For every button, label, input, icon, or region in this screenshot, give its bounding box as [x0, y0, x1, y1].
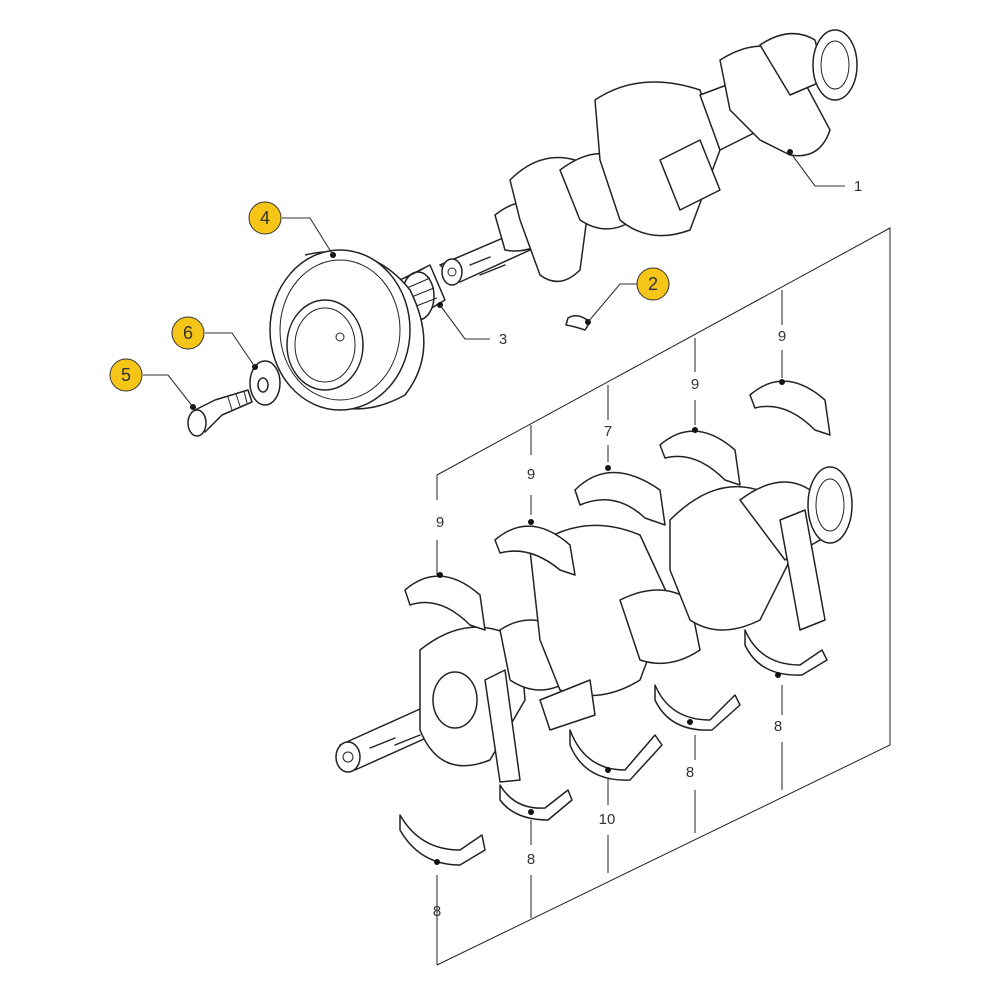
callout-label: 9 — [436, 514, 444, 531]
callout-9-a[interactable]: 9 — [436, 514, 444, 578]
callout-label: 9 — [527, 466, 535, 483]
bearing-group-frame — [436, 227, 891, 966]
callout-9-d[interactable]: 9 — [778, 328, 786, 385]
callout-2[interactable]: 2 — [587, 267, 670, 323]
callout-9-b[interactable]: 9 — [527, 466, 535, 525]
callout-label: 8 — [774, 718, 782, 735]
callout-3[interactable]: 3 — [439, 304, 507, 348]
callout-4[interactable]: 4 — [248, 201, 334, 256]
washer — [249, 360, 281, 406]
callout-label: 4 — [260, 208, 270, 228]
pulley — [269, 249, 425, 411]
callout-label: 8 — [686, 764, 694, 781]
callout-1[interactable]: 1 — [789, 151, 862, 195]
bolt — [187, 389, 253, 437]
callout-label: 9 — [778, 328, 786, 345]
callout-label: 2 — [648, 274, 658, 294]
callout-7[interactable]: 7 — [604, 423, 612, 471]
callout-label: 6 — [183, 323, 193, 343]
callout-label: 3 — [499, 331, 507, 348]
callout-label: 10 — [599, 811, 616, 828]
callout-label: 8 — [527, 851, 535, 868]
woodruff-key — [565, 315, 591, 331]
callout-label: 5 — [121, 365, 131, 385]
callout-5[interactable]: 5 — [109, 358, 194, 408]
crankshaft-upper — [439, 29, 858, 286]
callout-6[interactable]: 6 — [171, 316, 256, 368]
callout-8-b[interactable]: 8 — [527, 809, 535, 868]
callout-8-a[interactable]: 8 — [433, 859, 441, 920]
callout-10[interactable]: 10 — [599, 767, 616, 828]
callout-label: 1 — [854, 178, 862, 195]
callout-8-c[interactable]: 8 — [686, 719, 694, 781]
callout-label: 9 — [691, 376, 699, 393]
callout-8-d[interactable]: 8 — [774, 672, 782, 735]
callout-label: 8 — [433, 903, 441, 920]
bearing-shells — [399, 380, 831, 866]
callout-label: 7 — [604, 423, 612, 440]
callout-9-c[interactable]: 9 — [691, 376, 699, 433]
